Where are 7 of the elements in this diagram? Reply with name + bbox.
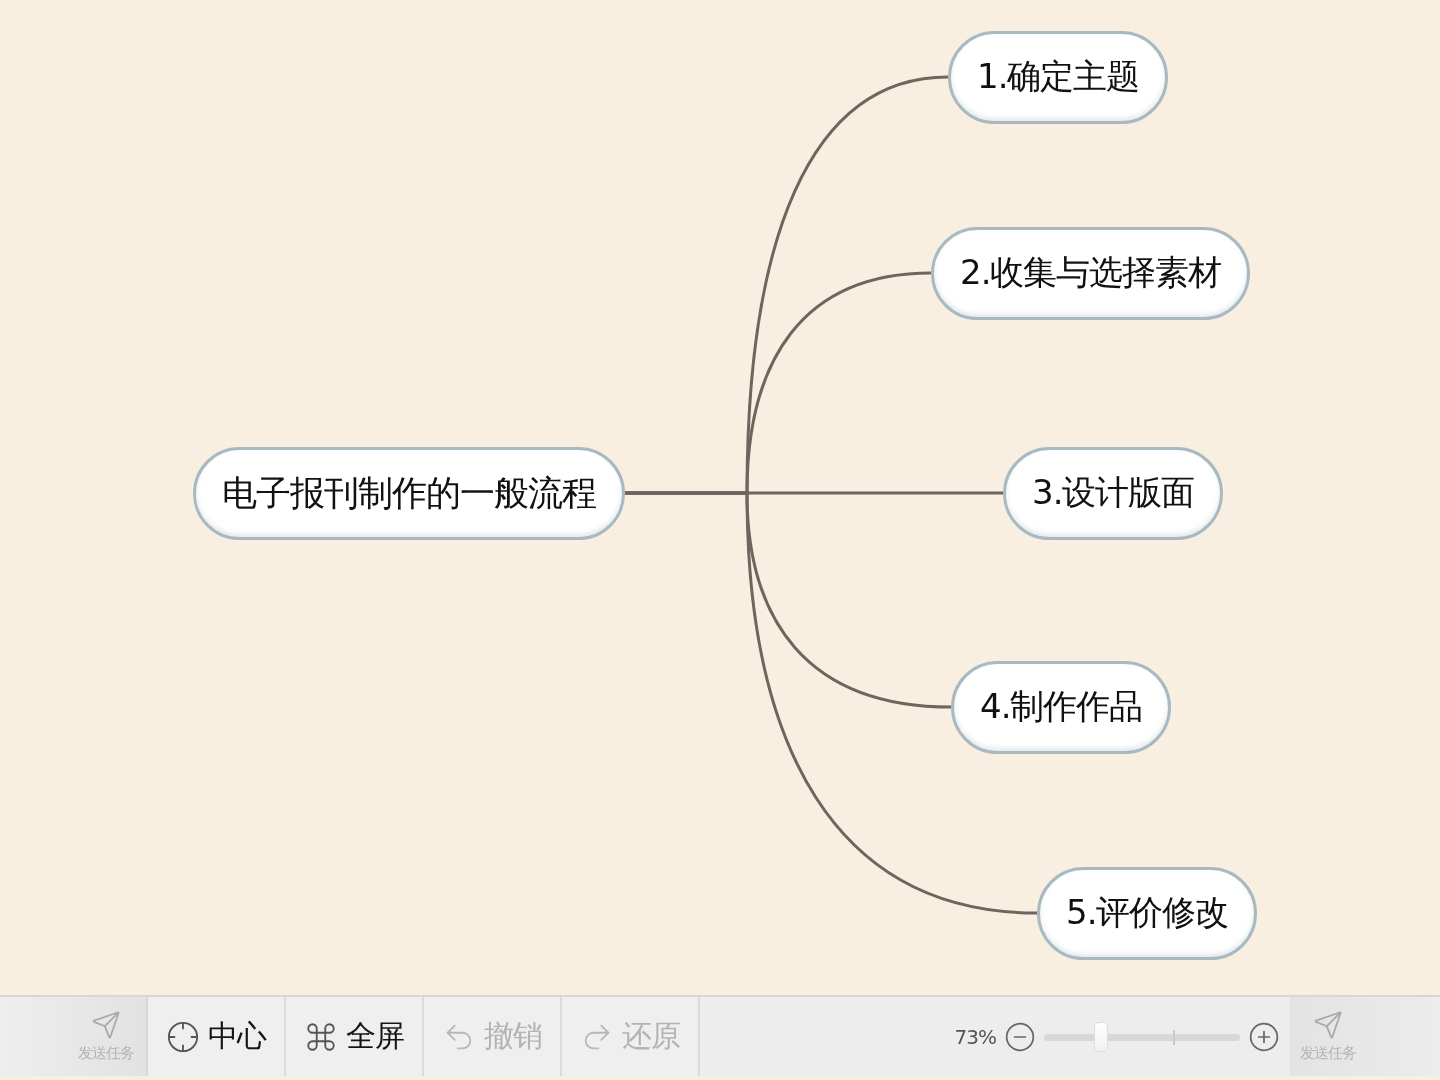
subtopic-node: 3.设计版面 xyxy=(1003,446,1224,540)
subtopic-node: 5.评价修改 xyxy=(1037,866,1258,960)
subtopic-node: 2.收集与选择素材 xyxy=(931,226,1251,320)
zoom-level-text: 73% xyxy=(954,1024,996,1049)
subtopic-node: 4.制作作品 xyxy=(951,660,1172,754)
subtopic-node: 1.确定主题 xyxy=(948,30,1169,124)
central-topic-node: 电子报刊制作的一般流程 xyxy=(193,446,625,540)
